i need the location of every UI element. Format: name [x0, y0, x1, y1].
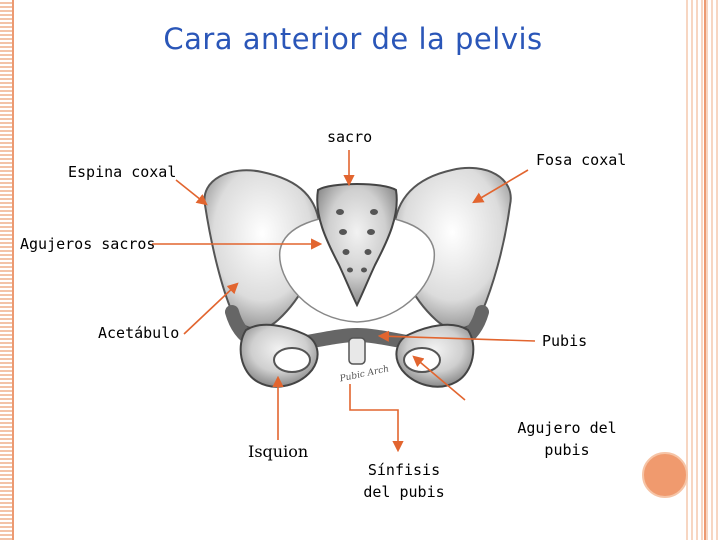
- fosa-coxal-arrow: [472, 169, 529, 204]
- agujero-del-pubis-arrow: [412, 355, 466, 401]
- label-agujero-del-pubis: Agujero del pubis: [517, 419, 617, 459]
- left-obturator-foramen: [273, 347, 311, 373]
- label-sacro: sacro: [327, 128, 373, 146]
- right-border-line: [704, 0, 706, 540]
- label-isquion: Isquion: [248, 442, 309, 461]
- decorative-circle: [642, 452, 688, 498]
- label-agujeros-sacros: Agujeros sacros: [20, 235, 156, 253]
- slide-title: Cara anterior de la pelvis: [163, 22, 543, 56]
- label-acetabulo: Acetábulo: [98, 324, 180, 342]
- label-fosa-coxal: Fosa coxal: [536, 151, 627, 169]
- pubic-symphysis: [348, 337, 366, 365]
- acetabulo-arrow: [183, 282, 239, 335]
- sacrum: [316, 183, 398, 308]
- label-pubis: Pubis: [542, 332, 588, 350]
- right-border-decoration: [686, 0, 720, 540]
- espina-coxal-arrow: [175, 179, 208, 206]
- pubis-arrow: [377, 330, 536, 342]
- label-espina-coxal: Espina coxal: [68, 163, 177, 181]
- label-sinfisis-del-pubis: Sínfisis del pubis: [363, 461, 445, 501]
- left-border-decoration: [0, 0, 14, 540]
- sinfisis-arrow: [349, 384, 404, 453]
